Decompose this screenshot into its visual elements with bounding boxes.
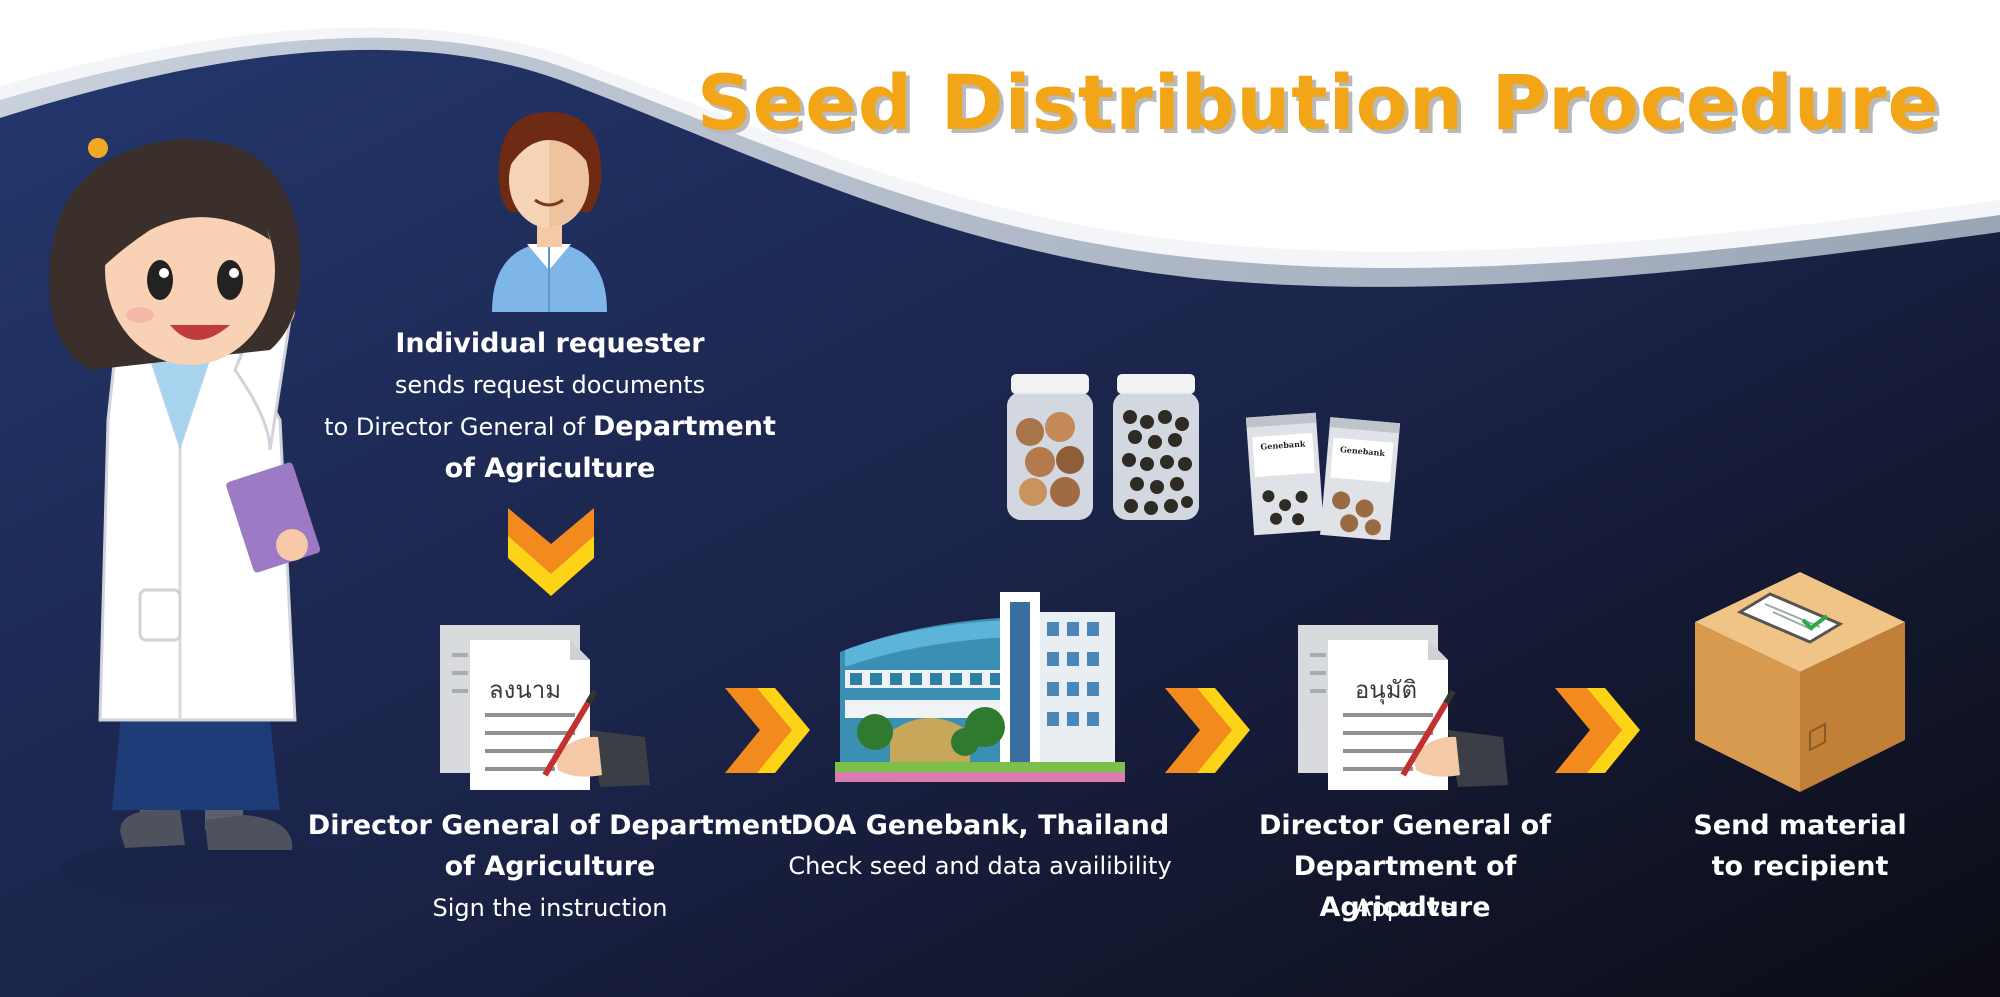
sign-document-icon: ลงนาม [440, 625, 650, 790]
requester-line-2-prefix: to Director General of [324, 413, 593, 441]
packet-label-1: Genebank [1260, 438, 1306, 451]
scientist-illustration [49, 138, 350, 904]
page-title: Seed Distribution Procedure [696, 58, 1940, 147]
requester-line-3: of Agriculture [444, 453, 656, 484]
parcel-box-icon [1695, 572, 1905, 792]
sign-document-text: ลงนาม [489, 676, 561, 704]
step2-title: DOA Genebank, Thailand [790, 810, 1170, 841]
chevron-down-icon [508, 508, 594, 596]
step4-title-line2: to recipient [1711, 851, 1889, 882]
genebank-building-illustration [835, 592, 1125, 782]
requester-line-1: sends request documents [394, 371, 706, 399]
step2-desc: Check seed and data availibility [788, 852, 1172, 880]
step1-title-line2: of Agriculture [444, 851, 656, 882]
requester-heading: Individual requester [395, 328, 705, 359]
step3-title-line1: Director General of [1259, 810, 1551, 841]
chevron-right-icon-1 [725, 688, 810, 773]
packet-label-2: Genebank [1340, 444, 1386, 458]
step3-desc: Approve [1355, 894, 1455, 922]
requester-line-2: to Director General of Department [300, 406, 800, 448]
approve-document-text: อนุมัติ [1355, 676, 1417, 705]
requester-line-2-bold: Department [592, 411, 776, 442]
requester-avatar-icon [492, 112, 607, 312]
step1-title-line1: Director General of Department [307, 810, 793, 841]
seed-jars-illustration [1007, 374, 1199, 520]
chevron-right-icon-3 [1555, 688, 1640, 773]
chevron-right-icon-2 [1165, 688, 1250, 773]
step4-title-line1: Send material [1693, 810, 1907, 841]
seed-packets-illustration: Genebank Genebank [1245, 412, 1401, 540]
step3-title-line2: Department of Agriculture [1293, 851, 1517, 923]
step1-desc: Sign the instruction [432, 894, 668, 922]
approve-document-icon: อนุมัติ [1298, 625, 1508, 790]
